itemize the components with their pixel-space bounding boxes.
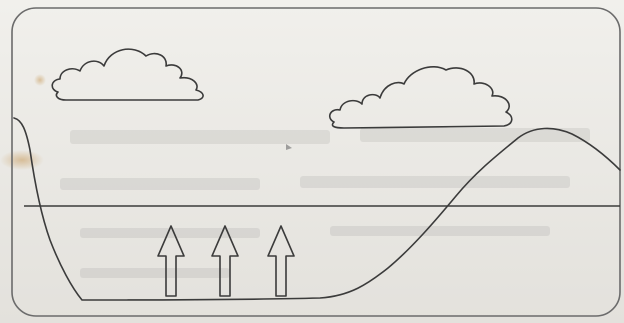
paper-stain-small — [34, 74, 46, 86]
paper-stain — [0, 150, 44, 170]
